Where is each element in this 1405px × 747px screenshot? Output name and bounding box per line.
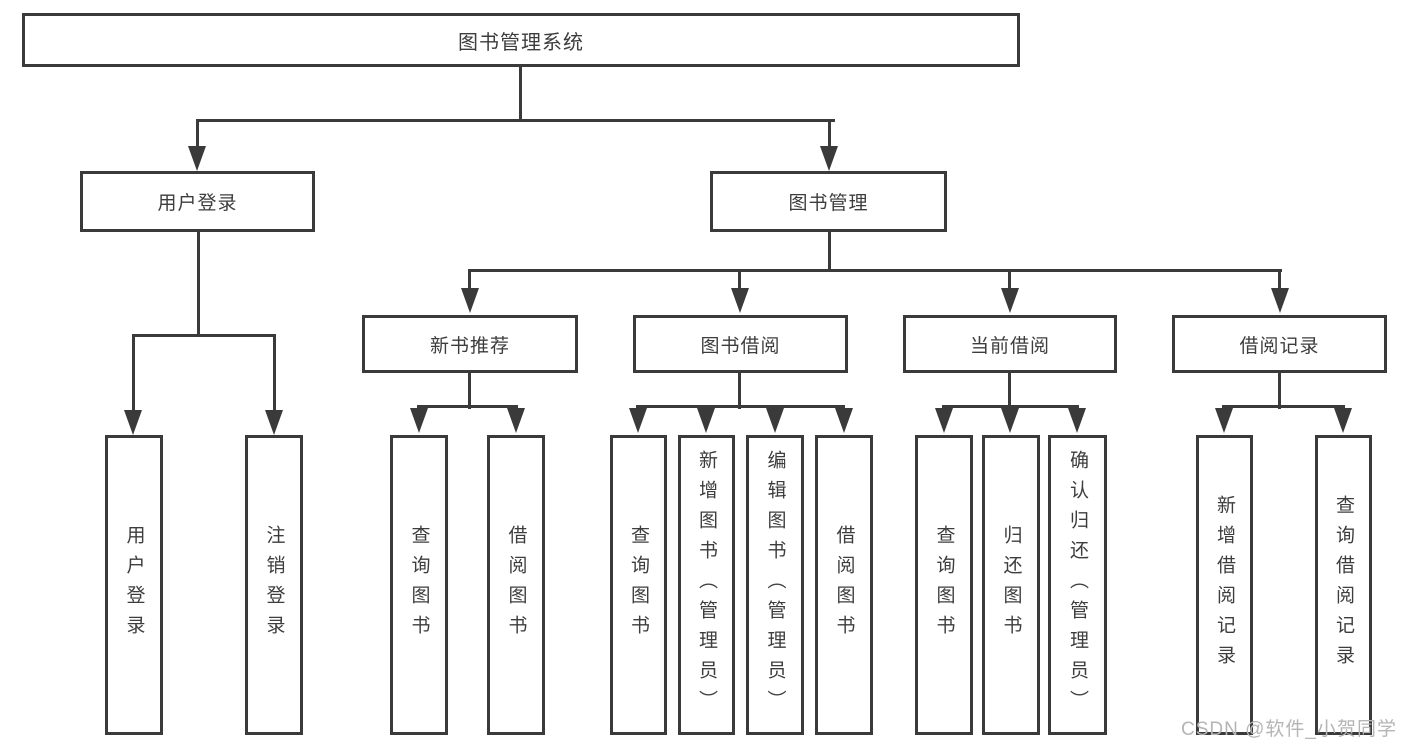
connector-line (738, 269, 741, 291)
node-book-borrowing: 图书借阅 (633, 315, 848, 373)
node-borrow-records: 借阅记录 (1172, 315, 1387, 373)
leaf-borrow-add-books-admin: 新增图书（管理员） (678, 435, 735, 735)
arrow-down-icon (731, 288, 749, 313)
leaf-newbook-query-books: 查询图书 (390, 435, 448, 735)
connector-line (1222, 405, 1345, 408)
leaf-label: 新增图书（管理员） (696, 450, 717, 720)
connector-line (273, 334, 276, 412)
leaf-label: 借阅图书 (833, 525, 855, 645)
node-label: 图书管理 (788, 193, 869, 214)
node-label: 借阅记录 (1239, 335, 1320, 357)
leaf-records-add-borrow-record: 新增借阅记录 (1196, 435, 1253, 735)
leaf-label: 查询图书 (628, 525, 649, 645)
arrow-down-icon (507, 408, 525, 433)
arrow-down-icon (1001, 288, 1019, 313)
arrow-down-icon (124, 410, 142, 435)
arrow-down-icon (697, 408, 715, 433)
leaf-label: 查询图书 (933, 525, 955, 645)
connector-line (196, 119, 199, 149)
arrow-down-icon (1271, 288, 1289, 313)
leaf-label: 归还图书 (1000, 525, 1022, 645)
arrow-down-icon (629, 408, 647, 433)
leaf-label: 注销登录 (263, 525, 285, 645)
arrow-down-icon (935, 408, 953, 433)
leaf-records-query-borrow-record: 查询借阅记录 (1315, 435, 1372, 735)
leaf-user-login: 用户登录 (105, 435, 163, 735)
connector-line (1278, 371, 1281, 409)
leaf-label: 用户登录 (123, 525, 145, 645)
connector-line (519, 66, 522, 122)
leaf-borrow-query-books: 查询图书 (610, 435, 667, 735)
leaf-label: 新增借阅记录 (1214, 495, 1235, 675)
node-label: 图书管理系统 (458, 31, 584, 54)
leaf-label: 编辑图书（管理员） (764, 450, 786, 720)
arrow-down-icon (410, 408, 428, 433)
connector-line (197, 230, 200, 336)
arrow-down-icon (820, 146, 838, 171)
leaf-label: 确认归还（管理员） (1067, 450, 1088, 720)
node-book-management: 图书管理 (710, 171, 947, 232)
arrow-down-icon (188, 146, 206, 171)
arrow-down-icon (461, 288, 479, 313)
connector-line (828, 230, 831, 272)
connector-line (196, 119, 835, 122)
leaf-label: 借阅图书 (505, 525, 527, 645)
leaf-current-confirm-return-admin: 确认归还（管理员） (1048, 435, 1107, 735)
leaf-borrow-edit-books-admin: 编辑图书（管理员） (746, 435, 804, 735)
arrow-down-icon (835, 408, 853, 433)
node-current-borrowing: 当前借阅 (903, 315, 1117, 373)
csdn-watermark: CSDN @软件_小贺同学 (1181, 719, 1397, 740)
arrow-down-icon (1334, 408, 1352, 433)
connector-line (468, 269, 1282, 272)
arrow-down-icon (1215, 408, 1233, 433)
node-label: 用户登录 (157, 193, 238, 214)
arrow-down-icon (766, 408, 784, 433)
connector-line (942, 405, 1079, 408)
node-label: 图书借阅 (700, 335, 781, 357)
connector-line (636, 405, 845, 408)
connector-line (1008, 371, 1011, 411)
node-label: 当前借阅 (969, 335, 1050, 357)
connector-line (132, 334, 135, 412)
connector-line (1278, 269, 1281, 291)
connector-line (828, 119, 831, 149)
leaf-current-return-books: 归还图书 (982, 435, 1040, 735)
connector-line (132, 334, 276, 337)
connector-line (468, 371, 471, 409)
leaf-current-query-books: 查询图书 (915, 435, 973, 735)
connector-line (1008, 269, 1011, 291)
arrow-down-icon (265, 410, 283, 435)
arrow-down-icon (1001, 408, 1019, 433)
leaf-newbook-borrow-books: 借阅图书 (487, 435, 545, 735)
node-new-book-recommend: 新书推荐 (362, 315, 578, 373)
node-user-login: 用户登录 (80, 171, 315, 232)
arrow-down-icon (1068, 408, 1086, 433)
connector-line (417, 405, 518, 408)
node-label: 新书推荐 (429, 335, 510, 357)
leaf-borrow-borrow-books: 借阅图书 (815, 435, 873, 735)
connector-line (468, 269, 471, 291)
leaf-label: 查询借阅记录 (1333, 495, 1354, 675)
connector-line (738, 371, 741, 409)
leaf-logout: 注销登录 (245, 435, 303, 735)
node-root-book-management-system: 图书管理系统 (22, 13, 1020, 67)
leaf-label: 查询图书 (408, 525, 430, 645)
